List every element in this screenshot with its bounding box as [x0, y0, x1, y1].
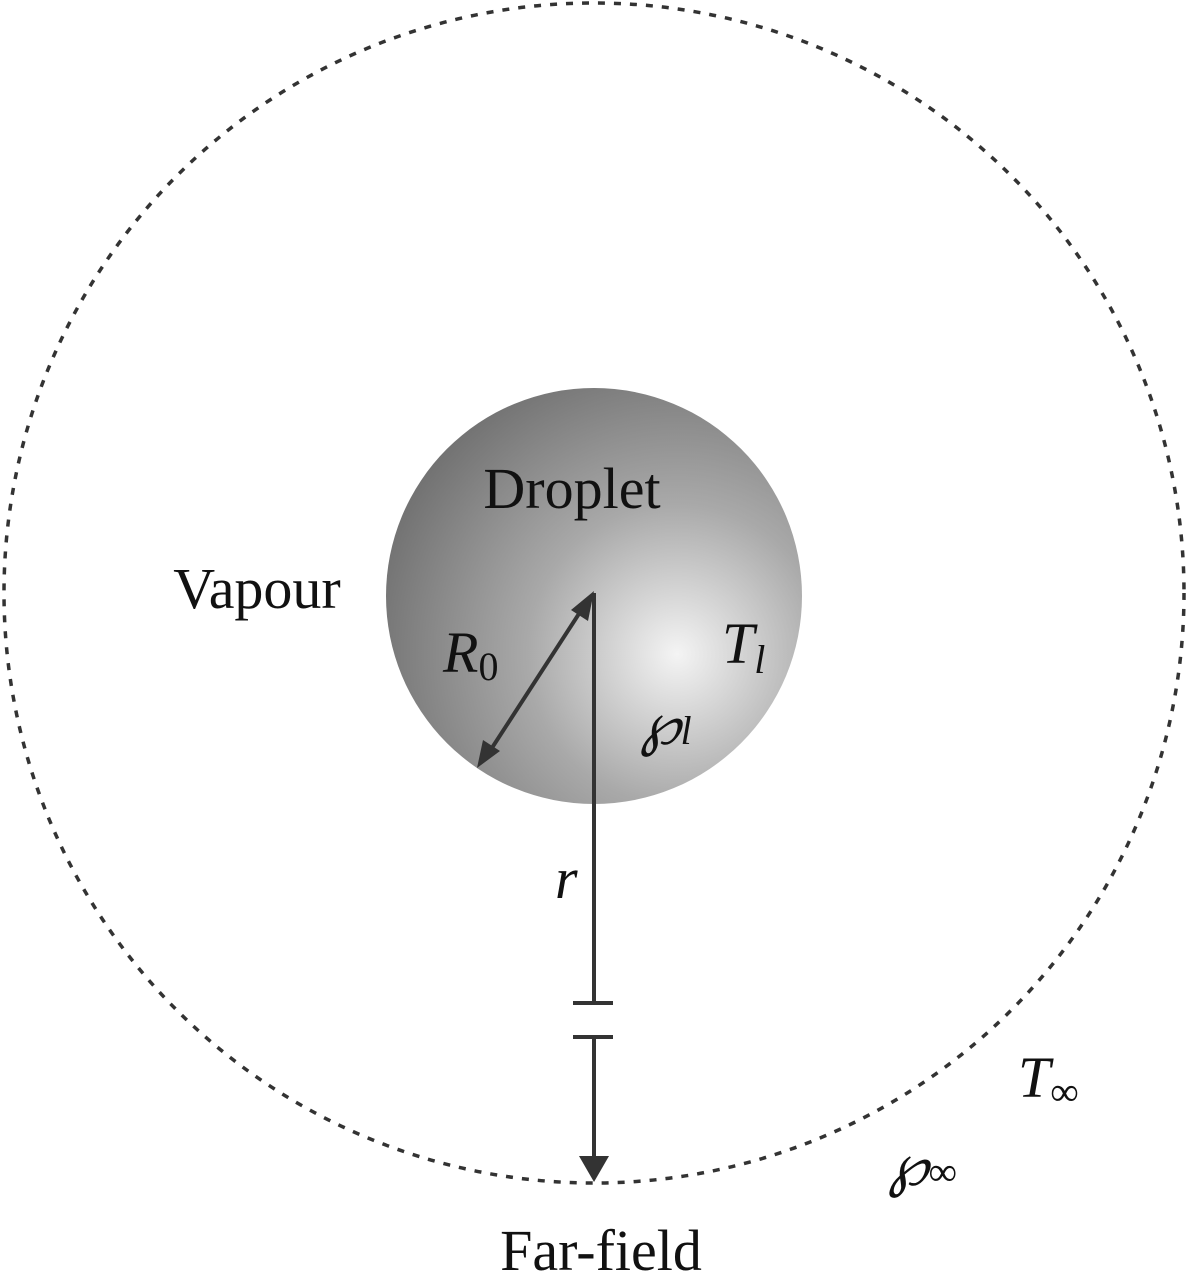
radius-arrowhead-center	[571, 591, 594, 621]
droplet-pressure-label: ℘l	[640, 692, 692, 757]
radius-subscript: 0	[478, 644, 498, 689]
farfield-temperature-label: T∞	[1018, 1045, 1079, 1114]
farfield-temperature-main: T	[1018, 1045, 1054, 1110]
farfield-pressure-subscript: ∞	[928, 1149, 957, 1194]
droplet-temperature-main: T	[722, 611, 758, 676]
radius-arrowhead-surface	[477, 740, 500, 768]
radial-arrowhead	[579, 1156, 609, 1182]
droplet-temperature-label: Tl	[722, 611, 765, 682]
farfield-temperature-subscript: ∞	[1050, 1069, 1079, 1114]
farfield-pressure-main: ℘	[888, 1133, 932, 1198]
droplet-label: Droplet	[483, 456, 660, 521]
far-field-boundary	[2, 1, 1186, 1185]
droplet-pressure-subscript: l	[680, 708, 691, 753]
droplet-temperature-subscript: l	[754, 637, 765, 682]
radius-arrow	[486, 604, 586, 756]
radial-coordinate-label: r	[555, 846, 578, 911]
vapour-label: Vapour	[173, 556, 341, 621]
far-field-label: Far-field	[500, 1218, 702, 1283]
droplet-pressure-main: ℘	[640, 692, 684, 757]
radius-symbol: R0	[442, 620, 498, 689]
farfield-pressure-label: ℘∞	[888, 1133, 957, 1198]
radius-symbol-main: R	[442, 620, 478, 685]
